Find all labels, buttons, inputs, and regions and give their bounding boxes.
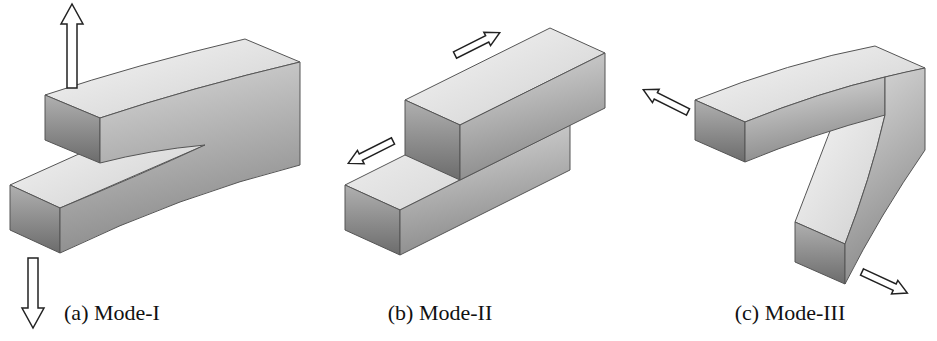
mode-two-specimen	[345, 28, 605, 255]
sliding-arrow-up-right	[452, 26, 503, 62]
sliding-arrow-down-left	[345, 134, 396, 170]
load-arrows	[345, 26, 503, 170]
mode-three-specimen	[695, 46, 925, 284]
upper-arm-side-face	[745, 77, 885, 162]
lower-arm-end-face	[795, 222, 845, 284]
mode-one-specimen	[10, 39, 300, 253]
caption-holder: (a) Mode-I	[64, 300, 160, 326]
upper-arm-end-face	[45, 95, 100, 163]
opening-arrow-up	[61, 4, 83, 88]
body-side-face	[845, 68, 925, 284]
opening-arrow-down	[22, 258, 44, 328]
top-block-end-face	[405, 100, 460, 180]
caption-holder: (c) Mode-III	[735, 300, 846, 326]
figure-caption: (a) Mode-I	[64, 300, 160, 326]
tearing-arrow-down-right	[859, 265, 911, 300]
top-block-side-face	[460, 53, 605, 180]
specimen-side-face	[60, 62, 300, 253]
load-arrows	[640, 83, 911, 300]
figure-caption: (b) Mode-II	[388, 300, 492, 326]
lower-arm-end-face	[10, 185, 60, 253]
bottom-block-end-face	[345, 185, 400, 255]
tearing-arrow-up-left	[640, 83, 691, 119]
figure-caption: (c) Mode-III	[735, 300, 846, 326]
load-arrows	[22, 4, 83, 328]
caption-holder: (b) Mode-II	[388, 300, 492, 326]
upper-arm-end-face	[695, 100, 745, 162]
